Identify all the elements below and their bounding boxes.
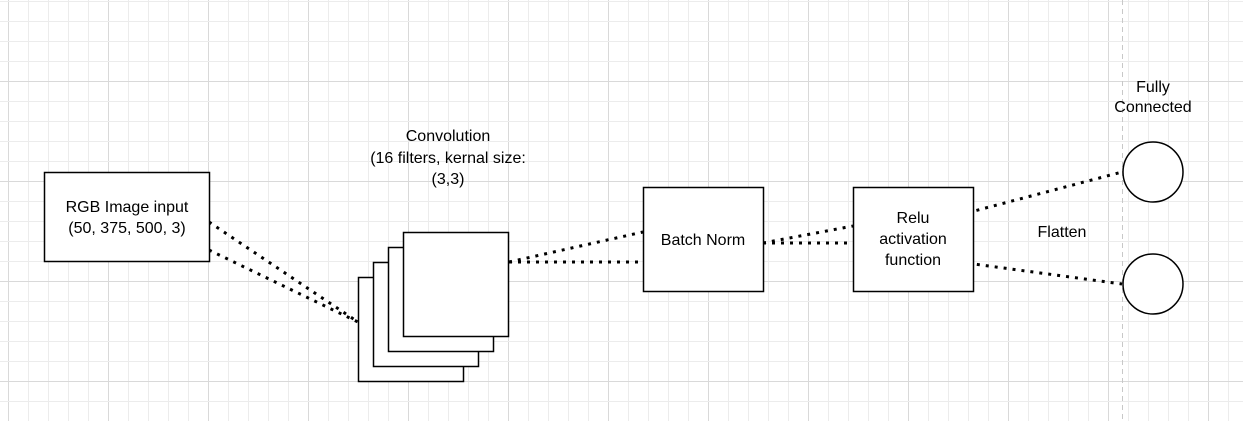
- fully-connected-neuron-2: [1122, 253, 1184, 315]
- conv-layer-1: [402, 231, 510, 338]
- connector-conv-to-batchnorm-upper: [508, 230, 644, 264]
- fully-connected-label-line1: Fully: [1136, 79, 1170, 96]
- convolution-label-line1: Convolution: [406, 128, 491, 145]
- fully-connected-label-line2: Connected: [1114, 99, 1191, 116]
- batch-norm-label: Batch Norm: [661, 232, 745, 249]
- fully-connected-neuron-1: [1122, 141, 1184, 203]
- flatten-label: Flatten: [1038, 224, 1087, 241]
- relu-label-line1: Relu: [897, 210, 930, 227]
- fully-connected-node[interactable]: Fully Connected: [1114, 79, 1192, 315]
- relu-box: [852, 186, 975, 293]
- connectors: [208, 170, 1123, 324]
- rgb-input-box: [43, 171, 211, 263]
- convolution-label-line3: (3,3): [432, 171, 465, 188]
- connector-input-to-conv-lower: [208, 248, 359, 324]
- relu-node[interactable]: Relu activation function: [852, 186, 975, 293]
- connector-relu-to-fc-lower: [958, 260, 1123, 286]
- relu-label-line2: activation: [879, 231, 947, 248]
- connector-batchnorm-to-relu-upper: [762, 224, 854, 245]
- rgb-input-label-line1: RGB Image input: [66, 199, 189, 216]
- relu-label-line3: function: [885, 252, 941, 269]
- convolution-node[interactable]: Convolution (16 filters, kernal size: (3…: [357, 128, 526, 383]
- connector-input-to-conv-upper: [208, 220, 359, 324]
- rgb-input-label-line2: (50, 375, 500, 3): [68, 220, 185, 237]
- batch-norm-box: [642, 186, 765, 293]
- batch-norm-node[interactable]: Batch Norm: [642, 186, 765, 293]
- rgb-input-node[interactable]: RGB Image input (50, 375, 500, 3): [43, 171, 211, 263]
- convolution-label-line2: (16 filters, kernal size:: [370, 150, 526, 167]
- connector-relu-to-fc-upper: [958, 170, 1123, 217]
